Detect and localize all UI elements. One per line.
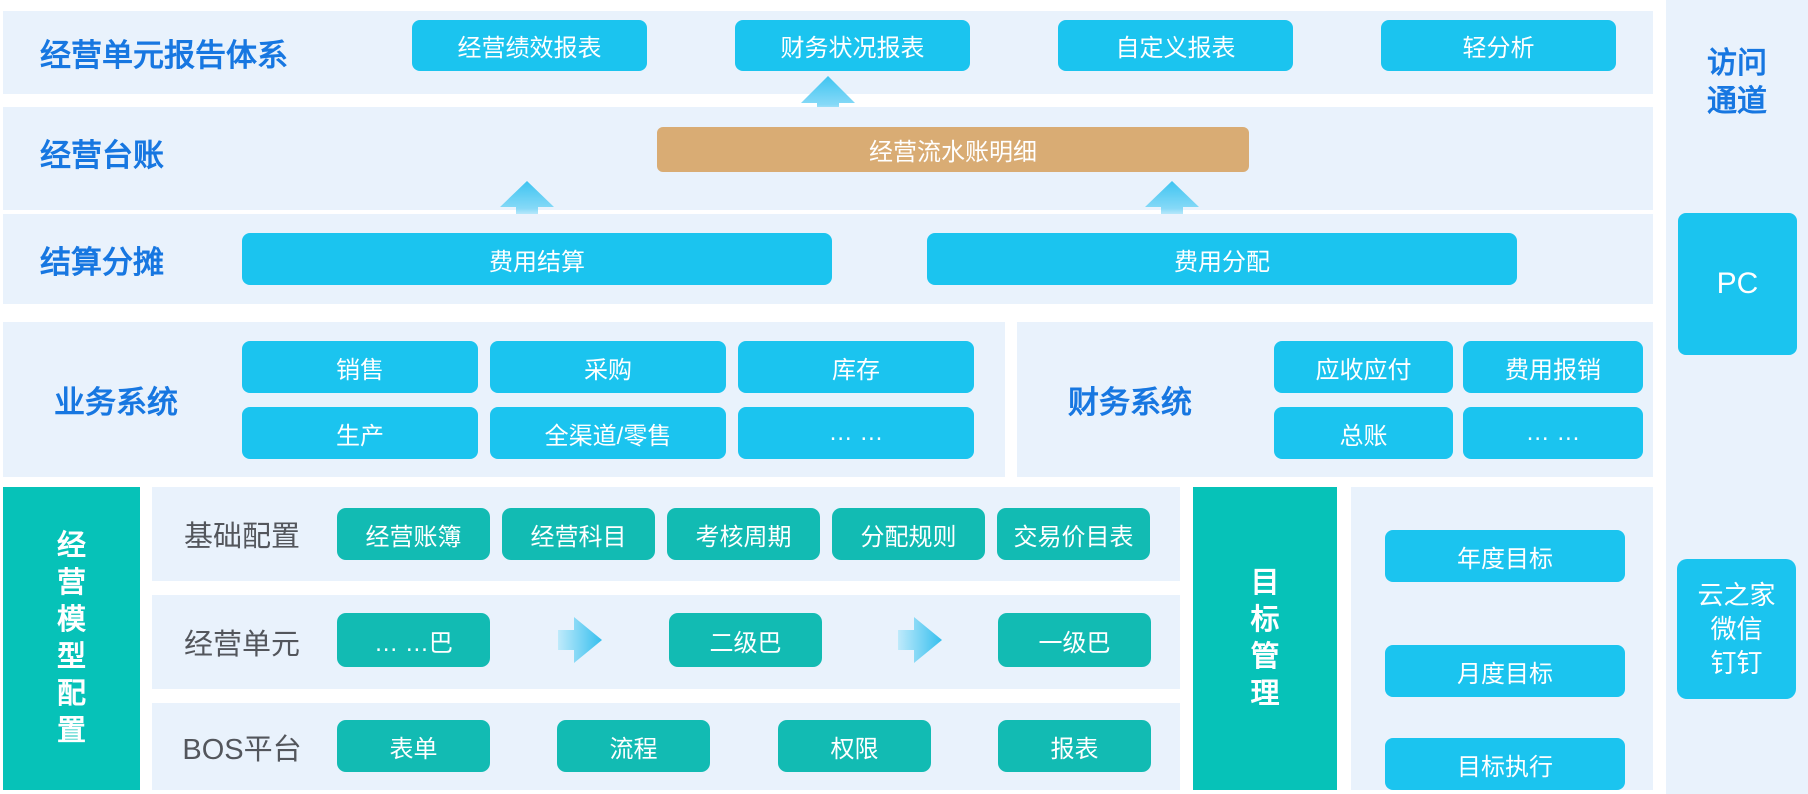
btn-light-analysis: 轻分析	[1381, 20, 1616, 71]
btn-operating-subjects: 经营科目	[502, 508, 655, 560]
row-label-finance-system: 财务系统	[1068, 385, 1192, 420]
btn-expense-allocation: 费用分配	[927, 233, 1517, 285]
btn-operating-account-book: 经营账簿	[337, 508, 490, 560]
btn-production: 生产	[242, 407, 478, 459]
channel-yunzhijia-wechat-dingtalk: 云之家 微信 钉钉	[1677, 559, 1796, 699]
btn-amoeba-more: … …巴	[337, 613, 490, 667]
row-label-bos-platform: BOS平台	[182, 733, 302, 766]
box-operating-journal-detail: 经营流水账明细	[657, 127, 1249, 172]
btn-financial-status-report: 财务状况报表	[735, 20, 970, 71]
btn-amoeba-level2: 二级巴	[669, 613, 822, 667]
btn-custom-report: 自定义报表	[1058, 20, 1293, 71]
btn-transaction-price-list: 交易价目表	[997, 508, 1150, 560]
btn-business-performance-report: 经营绩效报表	[412, 20, 647, 71]
btn-sales: 销售	[242, 341, 478, 393]
row-label-business-unit: 经营单元	[183, 629, 300, 661]
up-arrow-icon	[500, 181, 554, 236]
row-label-operating-ledger: 经营台账	[40, 137, 164, 173]
btn-general-ledger: 总账	[1274, 407, 1453, 459]
up-arrow-icon	[1145, 181, 1199, 236]
row-label-basic-config: 基础配置	[183, 521, 300, 553]
btn-workflow: 流程	[557, 720, 710, 772]
right-arrow-icon	[898, 614, 942, 671]
btn-amoeba-level1: 一级巴	[998, 613, 1151, 667]
btn-assessment-period: 考核周期	[667, 508, 820, 560]
bar-model-configuration: 经 营 模 型 配 置	[3, 487, 140, 790]
btn-inventory: 库存	[738, 341, 974, 393]
btn-more-business: … …	[738, 407, 974, 459]
btn-report: 报表	[998, 720, 1151, 772]
row-label-report-system: 经营单元报告体系	[40, 38, 288, 73]
channel-pc: PC	[1678, 213, 1797, 355]
row-label-settlement: 结算分摊	[40, 244, 164, 280]
row-label-business-system: 业务系统	[54, 385, 178, 420]
up-arrow-icon	[801, 76, 855, 133]
btn-annual-target: 年度目标	[1385, 530, 1625, 582]
btn-expense-reimbursement: 费用报销	[1463, 341, 1643, 393]
sidebar-title-access-channel: 访问 通道	[1707, 47, 1767, 118]
btn-omnichannel-retail: 全渠道/零售	[490, 407, 726, 459]
bar-target-management: 目 标 管 理	[1193, 487, 1337, 790]
btn-more-finance: … …	[1463, 407, 1643, 459]
right-arrow-icon	[558, 614, 602, 671]
btn-receivable-payable: 应收应付	[1274, 341, 1453, 393]
btn-allocation-rules: 分配规则	[832, 508, 985, 560]
btn-expense-settlement: 费用结算	[242, 233, 832, 285]
btn-monthly-target: 月度目标	[1385, 645, 1625, 697]
btn-target-execution: 目标执行	[1385, 738, 1625, 790]
btn-permission: 权限	[778, 720, 931, 772]
btn-form: 表单	[337, 720, 490, 772]
btn-procurement: 采购	[490, 341, 726, 393]
